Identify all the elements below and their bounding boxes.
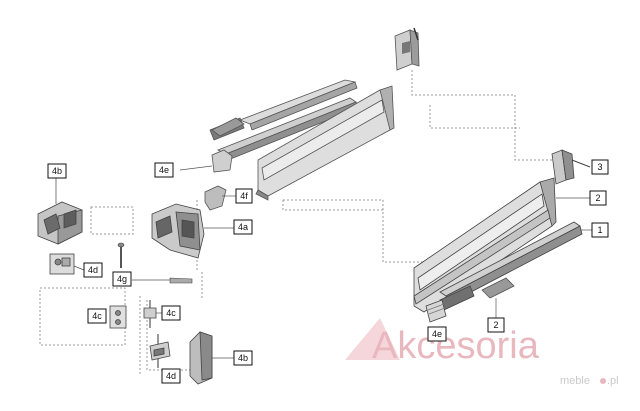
watermark-sub: meble: [560, 375, 590, 387]
clip-4c-right: [143, 300, 162, 328]
watermark-logo-shape: [345, 318, 400, 360]
cover-plate-top: [211, 117, 245, 137]
callout-box: [233, 219, 253, 235]
callout-4a: 4a: [233, 219, 253, 235]
callout-text: 2: [493, 320, 498, 330]
callout-box: [233, 350, 253, 366]
callout-text: 4g: [117, 274, 127, 284]
callout-4d-bottom: 4d: [161, 368, 181, 384]
callout-box: [161, 305, 181, 321]
callout-box: [112, 271, 132, 287]
callout-box: [87, 308, 107, 324]
callout-1: 1: [591, 222, 609, 238]
callout-4c-right: 4c: [161, 305, 181, 321]
callout-4b-top: 4b: [47, 163, 67, 179]
callout-text: 4b: [52, 166, 62, 176]
cover-plate-bottom: [481, 277, 515, 318]
part-4d-top: [49, 253, 85, 275]
screw-icon: [571, 159, 591, 168]
callout-box: [487, 317, 505, 333]
callout-text: 4c: [166, 308, 176, 318]
screw-icon: [413, 27, 419, 41]
watermark-dot-icon: [600, 378, 606, 384]
watermark-tld: .pl: [607, 375, 619, 387]
callout-text: 4c: [92, 311, 102, 321]
callout-box: [235, 188, 253, 204]
callouts: 3 2 1 2 4e 4f 4b 4a 4d 4g 4c 4c 4b 4d 4e: [47, 159, 609, 384]
callout-text: 4d: [166, 371, 176, 381]
clip-4c-left: [109, 305, 127, 329]
callout-box: [161, 368, 181, 384]
callout-box: [427, 326, 447, 342]
callout-4e-bottom: 4e: [427, 326, 447, 342]
callout-2b: 2: [487, 317, 505, 333]
mechanism-4b-top: [37, 178, 83, 245]
callout-4b-bottom: 4b: [233, 350, 253, 366]
callout-text: 1: [597, 225, 602, 235]
callout-text: 4a: [238, 222, 248, 232]
callout-4f: 4f: [235, 188, 253, 204]
callout-2a: 2: [589, 190, 607, 206]
mechanism-4b-bottom: [189, 331, 234, 385]
callout-text: 3: [597, 162, 602, 172]
callout-box: [154, 162, 174, 178]
callout-box: [591, 222, 609, 238]
mechanism-4a: [151, 203, 234, 259]
callout-3: 3: [591, 159, 609, 175]
callout-4c-left: 4c: [87, 308, 107, 324]
screw-4g: [117, 242, 193, 284]
watermark: Akcesoria meble .pl: [345, 318, 619, 387]
watermark-brand: Akcesoria: [372, 325, 540, 367]
callout-box: [591, 159, 609, 175]
callout-text: 4f: [240, 191, 248, 201]
callout-4e-top: 4e: [154, 162, 174, 178]
clip-4f: [204, 185, 236, 211]
callout-text: 4d: [88, 265, 98, 275]
callout-text: 2: [595, 193, 600, 203]
callout-box: [589, 190, 607, 206]
runner-rail-1: [439, 221, 592, 311]
callout-text: 4b: [238, 353, 248, 363]
callout-box: [83, 262, 103, 278]
callout-box: [47, 163, 67, 179]
callout-text: 4e: [159, 165, 169, 175]
side-panel-2: [413, 177, 590, 313]
rear-bracket-3: [551, 149, 591, 185]
upper-side-panel: [255, 85, 395, 201]
callout-text: 4e: [432, 329, 442, 339]
hinge-4d-bottom: [149, 334, 171, 368]
clip-4e-top: [179, 149, 233, 173]
rear-bracket-top: [394, 27, 420, 71]
callout-4d-top: 4d: [83, 262, 103, 278]
callout-4g: 4g: [112, 271, 132, 287]
clip-4e-bottom: [425, 299, 447, 323]
